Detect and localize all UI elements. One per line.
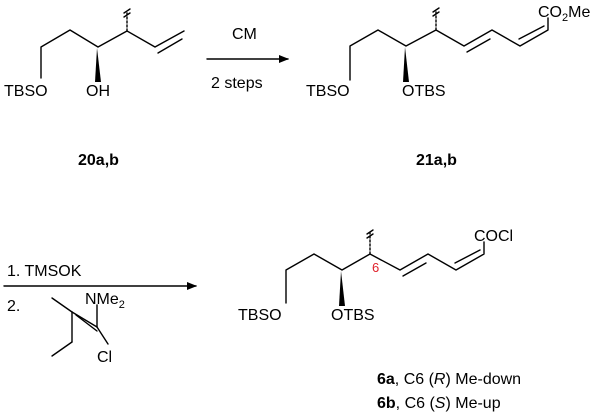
tbso-label: TBSO (4, 83, 48, 100)
caption-6b: 6b, C6 (S) Me-up (377, 395, 501, 412)
reagent-cm: CM (232, 26, 257, 43)
ester-group: CO2Me (538, 4, 590, 24)
compound-21: TBSO OTBS CO2Me 21a,b (306, 4, 590, 169)
nme2-label: NMe2 (85, 291, 125, 311)
ghosez-reagent: NMe2 Cl (51, 291, 125, 366)
acid-chloride-label: COCl (474, 228, 513, 245)
reagent-step-2: 2. (7, 298, 20, 315)
caption-6a: 6a, C6 (R) Me-down (377, 371, 521, 388)
compound-20-label: 20a,b (78, 152, 119, 169)
oh-label: OH (86, 83, 110, 100)
c6-position-label: 6 (372, 260, 379, 275)
step-2-arrow: 1. TMSOK 2. NMe2 Cl (3, 263, 197, 366)
otbs-label: OTBS (402, 83, 446, 100)
chloro-label: Cl (97, 349, 112, 366)
compound-6: 6 TBSO OTBS COCl 6a, C6 (R) Me-down 6b, … (238, 228, 521, 412)
reagent-tmsok: 1. TMSOK (7, 263, 82, 280)
tbso-label: TBSO (238, 307, 282, 324)
otbs-label: OTBS (331, 307, 375, 324)
reagent-2-steps: 2 steps (211, 75, 263, 92)
compound-21-label: 21a,b (416, 152, 457, 169)
step-1-arrow: CM 2 steps (206, 26, 289, 92)
compound-20: TBSO OH 20a,b (4, 8, 185, 169)
tbso-label: TBSO (306, 83, 350, 100)
